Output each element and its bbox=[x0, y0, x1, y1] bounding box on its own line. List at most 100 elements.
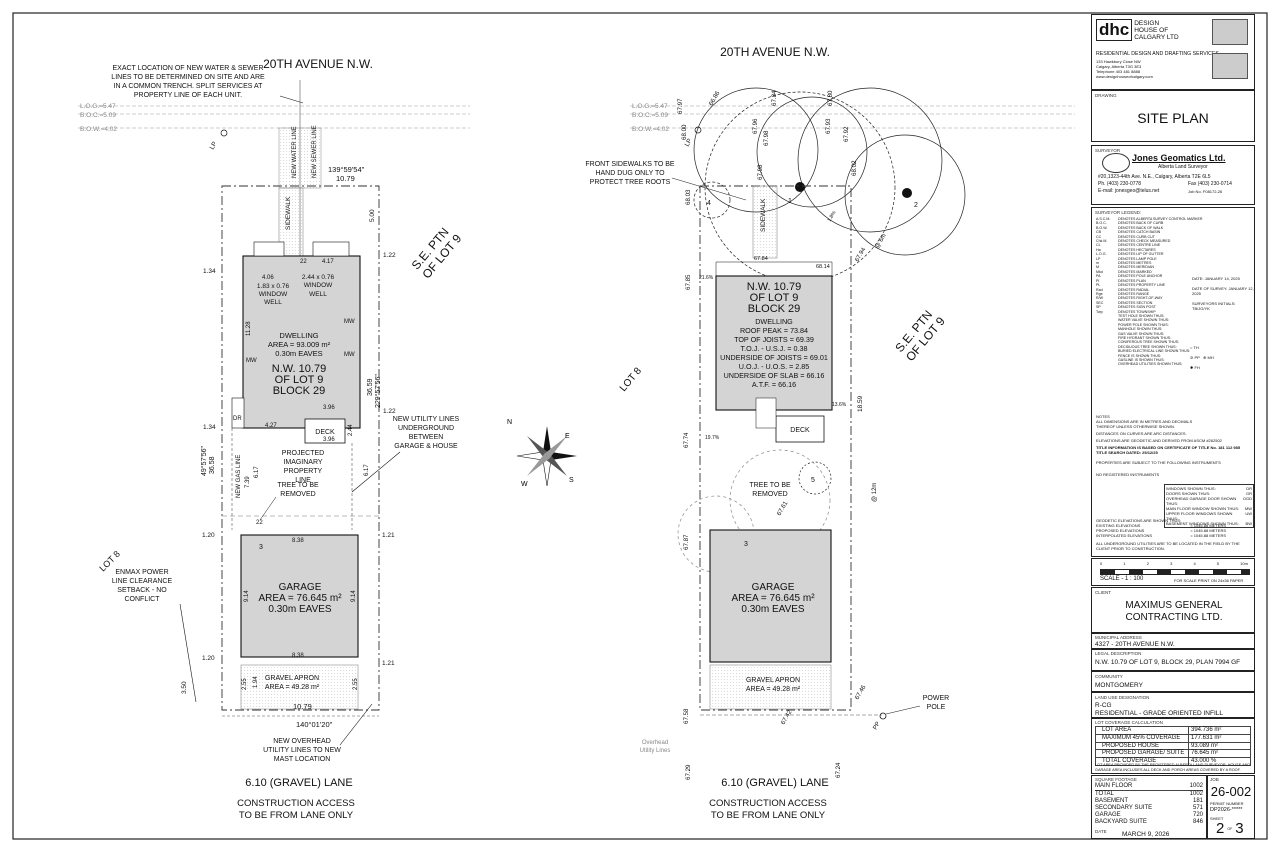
right-tree-canopies bbox=[677, 87, 966, 573]
client-block: CLIENT MAXIMUS GENERAL CONTRACTING LTD. bbox=[1091, 587, 1255, 633]
firm-address: 133 Hawkbury Close NW Calgary, Alberta T… bbox=[1096, 59, 1153, 79]
right-boc: B.O.C.=5.09 bbox=[632, 112, 668, 119]
left-dwelling bbox=[242, 255, 361, 429]
left-street-name: 20TH AVENUE N.W. bbox=[263, 57, 373, 71]
right-lot8: LOT 8 bbox=[618, 365, 644, 394]
left-window-well-1: 1.83 x 0.76 WINDOW WELL bbox=[257, 283, 290, 306]
left-tree-removed-note: TREE TO BE REMOVED bbox=[277, 482, 319, 498]
right-pct-197: 19.7% bbox=[705, 435, 720, 441]
left-site-plan: 20TH AVENUE N.W. L.O.G.=5.47 B.O.C.=5.09… bbox=[78, 57, 470, 821]
left-property-line bbox=[221, 185, 380, 711]
right-log: L.O.G.=5.47 bbox=[632, 103, 668, 110]
left-boc: B.O.C.=5.09 bbox=[80, 112, 116, 119]
svg-text:UTILITY LINES TO NEW: UTILITY LINES TO NEW bbox=[263, 747, 341, 754]
right-lot-name: N.W. 10.79 OF LOT 9 BLOCK 29 bbox=[747, 281, 801, 315]
svg-text:ROOF PEAK = 73.84: ROOF PEAK = 73.84 bbox=[740, 326, 808, 335]
svg-text:PROPERTY: PROPERTY bbox=[284, 468, 323, 475]
svg-text:PROPERTY LINE OF EACH UNIT.: PROPERTY LINE OF EACH UNIT. bbox=[134, 92, 242, 99]
scale-label: SCALE - 1 : 100 bbox=[1100, 576, 1144, 582]
municipal-block: MUNICIPAL ADDRESS 4327 - 20TH AVENUE N.W… bbox=[1091, 633, 1255, 649]
left-dim-1128: 11.28 bbox=[246, 321, 252, 336]
svg-text:0.30m EAVES: 0.30m EAVES bbox=[268, 604, 332, 615]
left-dim-617b: 6.17 bbox=[364, 464, 370, 476]
left-setback-front: 5.00 bbox=[369, 209, 376, 222]
legend-row: TEST HOLE SHOWN THUS: bbox=[1118, 313, 1165, 318]
left-window-well-2: 2.44 x 0.76 WINDOW WELL bbox=[302, 274, 335, 298]
legend-row: CONIFEROUS TREE SHOWN THUS: bbox=[1118, 340, 1179, 345]
left-bearing-left: 49°57'56" bbox=[200, 446, 208, 476]
svg-text:REMOVED: REMOVED bbox=[752, 491, 787, 498]
svg-text:Overhead: Overhead bbox=[642, 740, 668, 746]
scale-tick: 5 bbox=[1216, 561, 1220, 566]
svg-text:CONSTRUCTION ACCESS: CONSTRUCTION ACCESS bbox=[237, 798, 355, 809]
svg-text:GARAGE: GARAGE bbox=[279, 582, 322, 593]
window-legend-row: WINDOWS SHOWN THUS:DR bbox=[1166, 486, 1252, 491]
firm-block: dhc DESIGN HOUSE OF CALGARY LTD RESIDENT… bbox=[1091, 14, 1255, 90]
svg-text:GRAVEL APRON: GRAVEL APRON bbox=[746, 677, 800, 684]
legend-row: DECIDUOUS TREE SHOWN THUS: bbox=[1118, 344, 1177, 349]
elevation-row: EXISTING ELEVATIONS= 1045.88 METERS bbox=[1096, 523, 1226, 528]
legend-row: GASLINE IS SHOWN THUS: bbox=[1118, 358, 1165, 362]
left-side-right: 36.59 bbox=[367, 378, 374, 396]
right-dim-1859: 18.59 bbox=[857, 395, 864, 412]
left-dim-406: 4.06 bbox=[262, 275, 274, 281]
svg-text:67.85: 67.85 bbox=[685, 274, 692, 290]
elevation-row: INTERPOLATED ELEVATIONS= 1045.88 METERS bbox=[1096, 533, 1226, 538]
left-dim-255a: 2.55 bbox=[242, 678, 248, 690]
svg-text:AREA = 49.28 m²: AREA = 49.28 m² bbox=[265, 684, 320, 691]
svg-text:SETBACK - NO: SETBACK - NO bbox=[117, 587, 167, 594]
svg-text:0.30m EAVES: 0.30m EAVES bbox=[741, 604, 805, 615]
right-lane-note: CONSTRUCTION ACCESS TO BE FROM LANE ONLY bbox=[709, 798, 827, 821]
svg-text:68.00: 68.00 bbox=[681, 124, 688, 140]
left-lane: 6.10 (GRAVEL) LANE bbox=[245, 777, 352, 789]
svg-text:67.84: 67.84 bbox=[754, 256, 768, 262]
svg-text:WELL: WELL bbox=[309, 291, 327, 298]
left-side-left: 36.58 bbox=[209, 456, 216, 474]
left-water-line-label: NEW WATER LINE bbox=[292, 126, 298, 178]
legend-row: OVERHEAD UTILITIES SHOWN THUS: bbox=[1118, 362, 1183, 367]
left-bow: B.O.W.=4.02 bbox=[80, 126, 117, 133]
svg-text:REMOVED: REMOVED bbox=[280, 491, 315, 498]
right-sidewalk-note: FRONT SIDEWALKS TO BE HAND DUG ONLY TO P… bbox=[585, 161, 675, 186]
right-overhead-note: Overhead Utility Lines bbox=[640, 740, 671, 754]
right-tree-removed-note: TREE TO BE REMOVED bbox=[749, 482, 791, 498]
firm-logo: dhc bbox=[1096, 19, 1133, 41]
compass-n: N bbox=[507, 419, 512, 426]
date-value: MARCH 9, 2026 bbox=[1122, 831, 1170, 838]
svg-text:BLOCK 29: BLOCK 29 bbox=[273, 385, 326, 397]
left-dim-134a: 1.34 bbox=[203, 268, 216, 275]
svg-text:67.42: 67.42 bbox=[780, 709, 794, 726]
svg-text:0.30m EAVES: 0.30m EAVES bbox=[275, 349, 322, 358]
left-width-bottom: 10.79 bbox=[293, 702, 312, 711]
firm-name: DESIGN HOUSE OF CALGARY LTD bbox=[1134, 19, 1179, 41]
scale-tick: 2 bbox=[1146, 561, 1149, 566]
left-dim-120a: 1.20 bbox=[202, 532, 215, 539]
left-gas-line-label: NEW GAS LINE bbox=[236, 455, 242, 498]
svg-text:67.98: 67.98 bbox=[757, 164, 764, 180]
svg-text:UNDERSIDE OF SLAB = 66.16: UNDERSIDE OF SLAB = 66.16 bbox=[724, 371, 825, 380]
right-street-name: 20TH AVENUE N.W. bbox=[720, 45, 830, 59]
svg-text:CONSTRUCTION ACCESS: CONSTRUCTION ACCESS bbox=[709, 798, 827, 809]
svg-text:N.W. 10.79: N.W. 10.79 bbox=[747, 281, 801, 293]
left-dim-134b: 1.34 bbox=[203, 424, 216, 431]
legend-row: L.O.G.DENOTES LIP OF GUTTER bbox=[1096, 252, 1164, 257]
svg-text:68.02: 68.02 bbox=[851, 160, 858, 176]
notes-block: NOTES ALL DIMENSIONS ARE IN METRES AND D… bbox=[1096, 414, 1241, 477]
right-site-plan: 20TH AVENUE N.W. L.O.G.=5.47 B.O.C.=5.09… bbox=[585, 45, 1075, 821]
left-dim-122a: 1.22 bbox=[383, 252, 396, 259]
svg-text:67.93: 67.93 bbox=[825, 118, 832, 134]
right-pct-18: 1.8% bbox=[827, 210, 838, 223]
window-legend-row: BASEMENT WINDOWS SHOWN THUS:BW bbox=[1166, 521, 1252, 526]
right-dwelling bbox=[715, 275, 833, 411]
